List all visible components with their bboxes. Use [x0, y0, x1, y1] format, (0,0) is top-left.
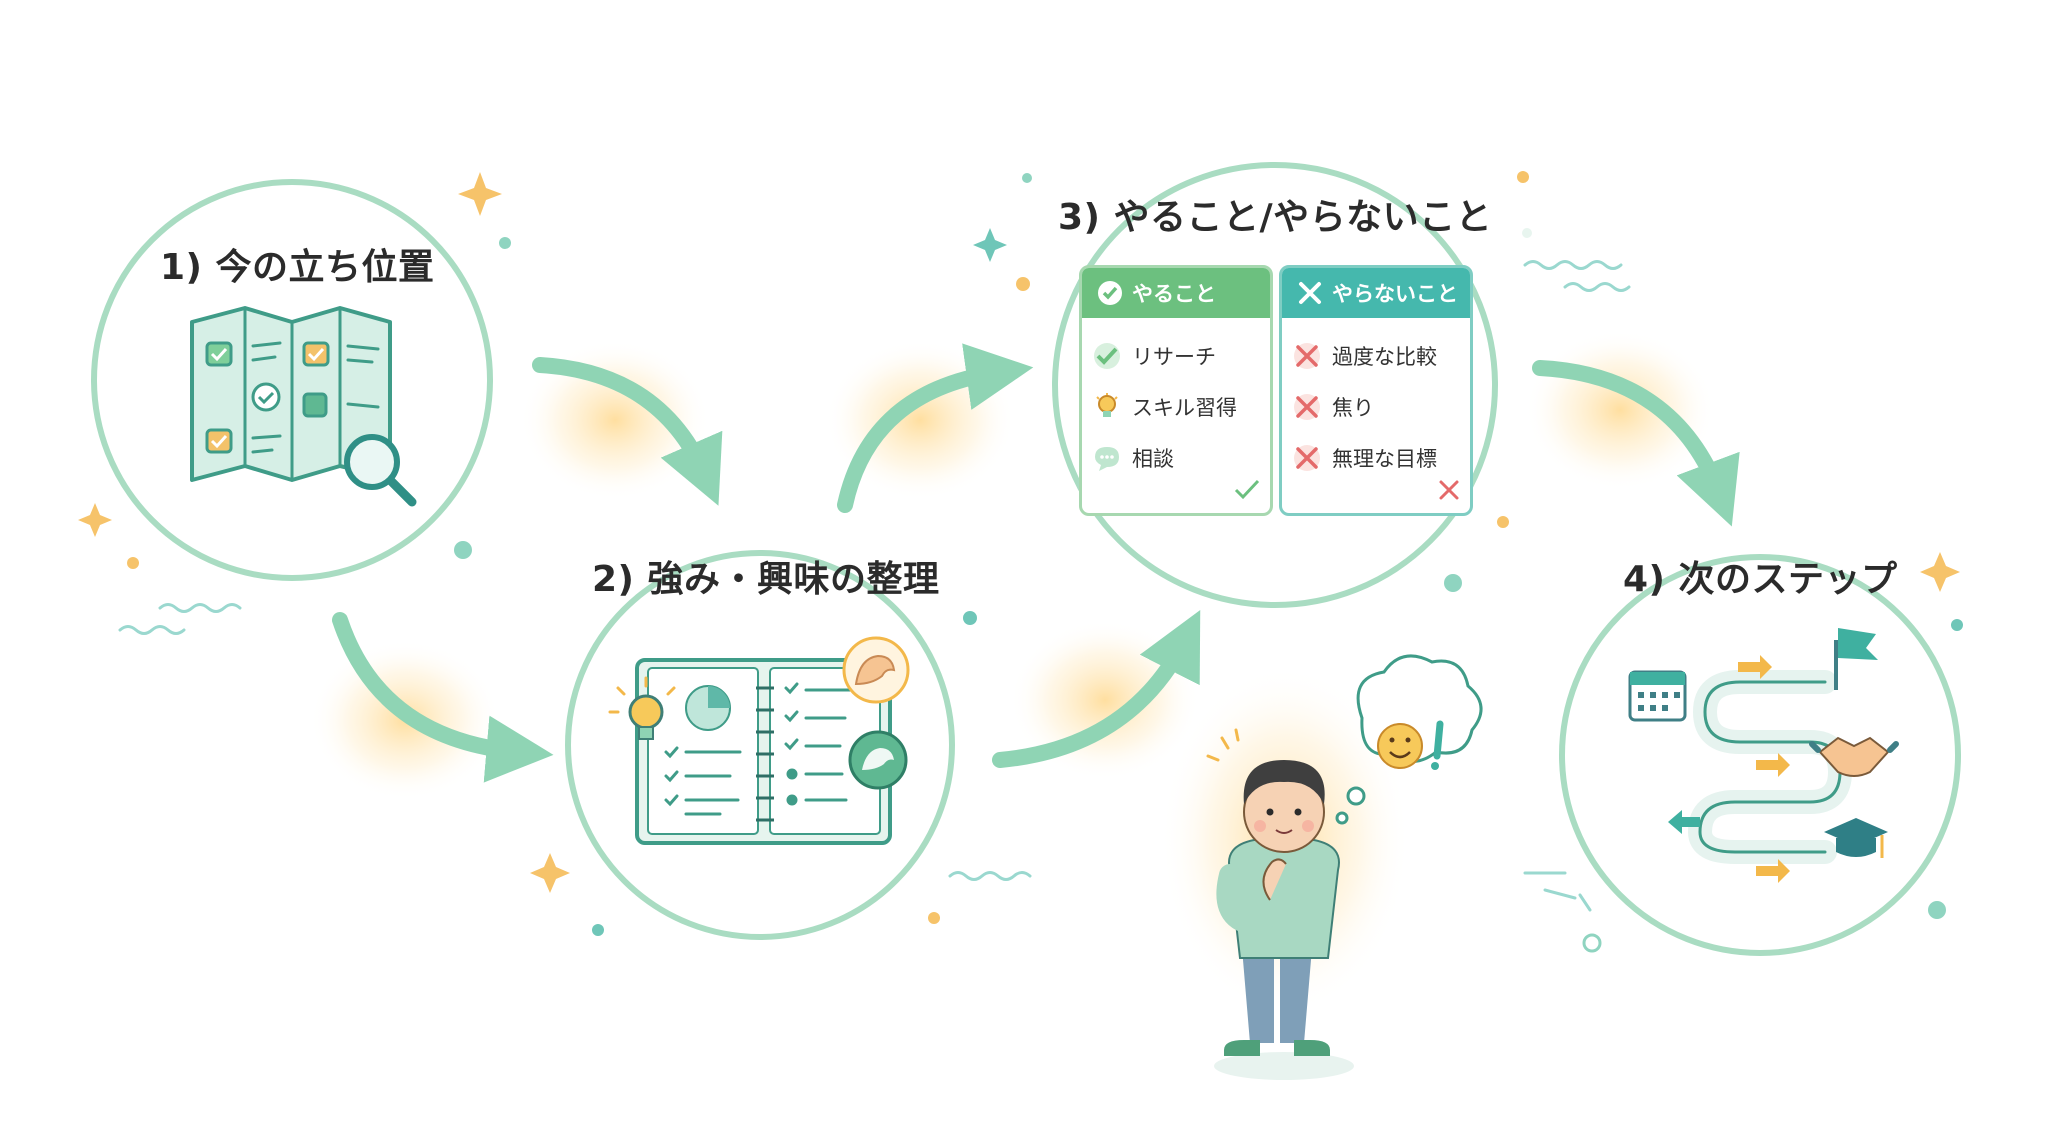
dont-item-label: 焦り	[1332, 395, 1374, 420]
list-item: リサーチ	[1090, 330, 1270, 381]
list-item: 過度な比較	[1290, 330, 1470, 381]
dont-panel-title: やらないこと	[1332, 282, 1458, 306]
dont-panel: やらないこと 過度な比較 焦り 無理な目標	[1279, 265, 1473, 516]
step2-title: 2) 強み・興味の整理	[592, 559, 940, 600]
cross-icon	[1290, 441, 1324, 475]
checkbox-icon	[302, 341, 330, 367]
arrow-2-to-3-upper	[837, 343, 1034, 513]
step3-title: 3) やること/やらないこと	[1058, 197, 1493, 238]
flow-arrows	[332, 343, 1740, 783]
arrow-3-to-4	[1532, 360, 1740, 527]
graduation-cap-icon	[1824, 818, 1888, 858]
dont-panel-header: やらないこと	[1282, 268, 1470, 318]
do-panel-title: やること	[1132, 282, 1216, 306]
lightbulb-icon	[1090, 390, 1124, 424]
sparkle-icon	[458, 172, 502, 216]
dont-item-label: 過度な比較	[1332, 344, 1437, 369]
background-glows	[310, 330, 1715, 1015]
check-circle-icon	[1096, 279, 1124, 307]
dont-item-label: 無理な目標	[1332, 446, 1437, 471]
lightbulb-icon	[608, 676, 676, 740]
do-item-label: リサーチ	[1132, 344, 1216, 369]
thinking-child-icon	[1206, 728, 1354, 1080]
smiley-icon	[1377, 723, 1423, 769]
cross-icon	[1290, 390, 1324, 424]
cross-icon	[1290, 339, 1324, 373]
magnifier-icon	[344, 434, 417, 507]
speech-bubble-icon	[1090, 441, 1124, 475]
do-item-label: 相談	[1132, 446, 1174, 471]
checkbox-icon	[205, 428, 233, 454]
notebook-icon	[635, 658, 892, 845]
do-item-label: スキル習得	[1132, 395, 1237, 420]
thought-bubble-icon	[1335, 654, 1483, 825]
arrow-1-to-2-lower	[332, 612, 554, 783]
arrow-1-to-2-upper	[532, 357, 723, 506]
check-icon	[1090, 339, 1124, 373]
decorations	[78, 171, 1963, 953]
list-item: 無理な目標	[1290, 432, 1470, 483]
calendar-icon	[1628, 670, 1687, 722]
step4-circle	[1559, 554, 1961, 956]
step1-title: 1) 今の立ち位置	[160, 247, 435, 288]
list-item: 焦り	[1290, 381, 1470, 432]
arrow-2-to-3-lower	[992, 610, 1201, 768]
close-icon	[1296, 279, 1324, 307]
step4-title: 4) 次のステップ	[1623, 559, 1898, 600]
sparkle-icon	[530, 853, 570, 893]
do-panel-header: やること	[1082, 268, 1270, 318]
sparkle-icon	[973, 228, 1007, 262]
checkbox-icon	[205, 341, 233, 367]
do-panel: やること リサーチ スキル習得 相談	[1079, 265, 1273, 516]
sparkle-icon	[1920, 552, 1960, 592]
cross-icon	[1438, 479, 1460, 505]
flexed-arm-icon	[848, 730, 908, 790]
pie-chart-icon	[685, 685, 731, 731]
list-item: 相談	[1090, 432, 1270, 483]
flag-icon	[1834, 628, 1878, 690]
sparkle-icon	[78, 503, 112, 537]
flexed-arm-icon	[842, 636, 910, 704]
spiral-binding	[756, 686, 774, 822]
handshake-icon	[1809, 736, 1899, 777]
check-icon	[1234, 479, 1260, 505]
folded-map-icon	[190, 306, 392, 482]
list-item: スキル習得	[1090, 381, 1270, 432]
